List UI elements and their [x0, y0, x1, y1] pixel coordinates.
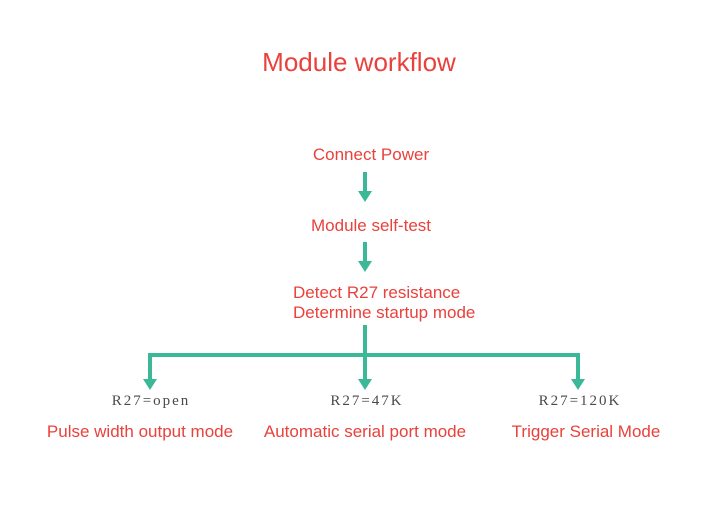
branch-mode-pulse-width: Pulse width output mode	[46, 422, 234, 441]
branch-mode-automatic-serial: Automatic serial port mode	[263, 422, 467, 441]
branch-condition-r27-47k: R27=47K	[330, 393, 404, 409]
step-detect-r27-line2: Determine startup mode	[293, 303, 476, 322]
arrow-shaft	[363, 242, 367, 261]
step-connect-power: Connect Power	[312, 145, 430, 164]
branch-condition-r27-open: R27=open	[111, 393, 191, 409]
step-module-self-test: Module self-test	[311, 216, 431, 235]
arrow-head	[358, 261, 372, 272]
arrow-head	[571, 379, 585, 390]
connector-stem	[363, 325, 367, 354]
arrow-shaft	[148, 353, 152, 379]
arrow-shaft	[363, 357, 367, 379]
step-detect-r27: Detect R27 resistance Determine startup …	[293, 283, 475, 323]
arrow-shaft	[576, 353, 580, 379]
diagram-title: Module workflow	[262, 47, 456, 77]
branch-condition-r27-120k: R27=120K	[538, 393, 622, 409]
connector-bar	[148, 353, 580, 357]
arrow-head	[358, 379, 372, 390]
arrow-head	[358, 191, 372, 202]
branch-mode-trigger-serial: Trigger Serial Mode	[511, 422, 661, 441]
arrow-head	[143, 379, 157, 390]
arrow-shaft	[363, 172, 367, 191]
step-detect-r27-line1: Detect R27 resistance	[293, 283, 461, 302]
